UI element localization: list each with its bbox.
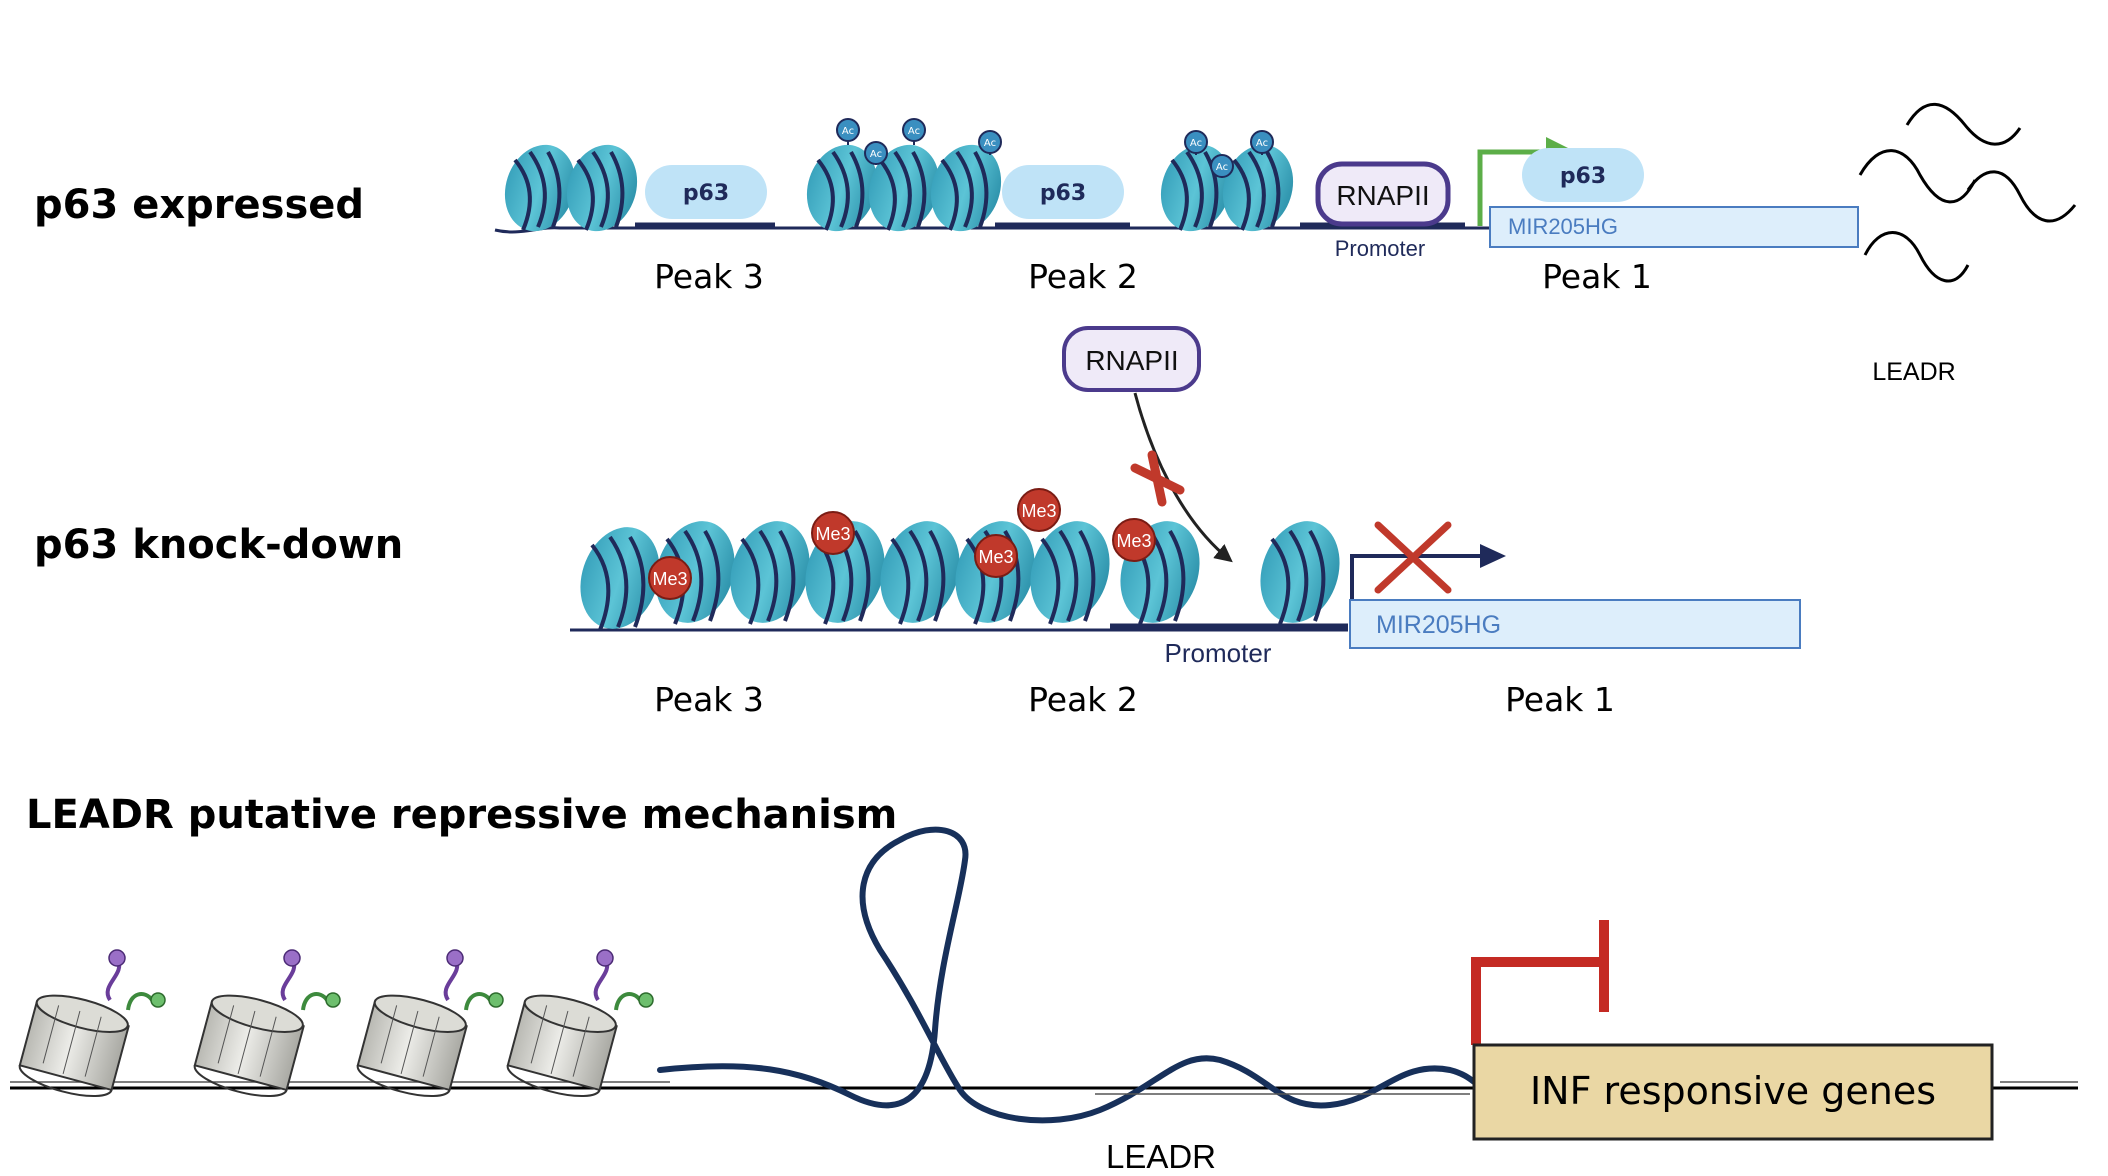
panel1-title: p63 expressed xyxy=(34,182,364,228)
promoter-label: Promoter xyxy=(1165,638,1272,668)
gene-box-mir205hg: MIR205HG xyxy=(1349,599,1801,649)
panel-p63-expressed: p63 expressed p63 A xyxy=(34,102,2077,386)
histone-cylinder xyxy=(356,949,504,1098)
rnapii-unbound: RNAPII xyxy=(1062,326,1201,392)
me3-marks: Me3 Me3 Me3 Me3 Me3 xyxy=(648,488,1156,600)
gene-box-mir205hg: MIR205HG xyxy=(1489,206,1859,248)
ac-label: Ac xyxy=(870,149,882,160)
block-x-large xyxy=(1374,521,1452,594)
rnapii-bound: RNAPII xyxy=(1315,161,1451,227)
leadr-rna xyxy=(657,826,1483,1124)
peak-label-1: Peak 1 xyxy=(1542,257,1652,296)
peak-label-2: Peak 2 xyxy=(1028,257,1138,296)
ac-label: Ac xyxy=(984,138,996,149)
me3-label: Me3 xyxy=(978,547,1013,567)
histone-cylinder xyxy=(193,949,341,1098)
ac-label: Ac xyxy=(908,126,920,137)
p63-label: p63 xyxy=(1040,181,1086,206)
ac-label: Ac xyxy=(1256,138,1268,149)
peak-label-3: Peak 3 xyxy=(654,257,764,296)
ac-label: Ac xyxy=(1190,138,1202,149)
gene-label: MIR205HG xyxy=(1376,611,1501,639)
repression-symbol xyxy=(1471,957,1604,1045)
nucleosome-cluster-3 xyxy=(1160,144,1294,232)
acetyl-marks-2: Ac Ac Ac Ac xyxy=(836,118,1002,165)
p63-bubble-peak1: p63 xyxy=(1522,148,1644,202)
me3-mark xyxy=(1112,518,1156,562)
me3-mark xyxy=(648,556,692,600)
me3-label: Me3 xyxy=(1021,501,1056,521)
p63-bubble-peak3: p63 xyxy=(645,165,767,219)
histone-cylinder xyxy=(18,949,166,1098)
ac-label: Ac xyxy=(842,126,854,137)
me3-label: Me3 xyxy=(652,569,687,589)
histone-cylinder xyxy=(506,949,654,1098)
tss-arrowhead xyxy=(1480,544,1506,568)
panel2-title: p63 knock-down xyxy=(34,522,403,568)
ac-label: Ac xyxy=(1216,162,1228,173)
peak-label-2: Peak 2 xyxy=(1028,680,1138,719)
block-x-small xyxy=(1130,450,1185,507)
rnapii-label: RNAPII xyxy=(1336,180,1429,211)
me3-mark xyxy=(1017,488,1061,532)
me3-mark xyxy=(974,534,1018,578)
panel-leadr-mechanism: LEADR putative repressive mechanism xyxy=(10,792,2078,1175)
p63-label: p63 xyxy=(683,181,729,206)
peak-label-1: Peak 1 xyxy=(1505,680,1615,719)
inf-genes-label: INF responsive genes xyxy=(1530,1069,1936,1113)
peak-label-3: Peak 3 xyxy=(654,680,764,719)
me3-mark xyxy=(811,511,855,555)
nucleosome-cluster-2 xyxy=(806,144,1002,232)
rnapii-label: RNAPII xyxy=(1085,345,1178,376)
nucleosome-cluster-1 xyxy=(504,144,638,232)
me3-label: Me3 xyxy=(815,524,850,544)
me3-label: Me3 xyxy=(1116,531,1151,551)
leadr-transcripts xyxy=(1858,102,2077,283)
acetyl-marks-3: Ac Ac Ac xyxy=(1184,130,1274,178)
p63-label: p63 xyxy=(1560,164,1606,189)
panel3-title: LEADR putative repressive mechanism xyxy=(26,792,897,838)
gene-label: MIR205HG xyxy=(1508,214,1618,239)
leadr-label: LEADR xyxy=(1872,358,1955,386)
p63-bubble-peak2: p63 xyxy=(1002,165,1124,219)
inf-genes-box: INF responsive genes xyxy=(1472,1043,1994,1141)
leadr-label: LEADR xyxy=(1106,1138,1216,1175)
promoter-label: Promoter xyxy=(1335,236,1425,261)
panel-p63-knockdown: p63 knock-down RNAPII xyxy=(34,326,1801,719)
